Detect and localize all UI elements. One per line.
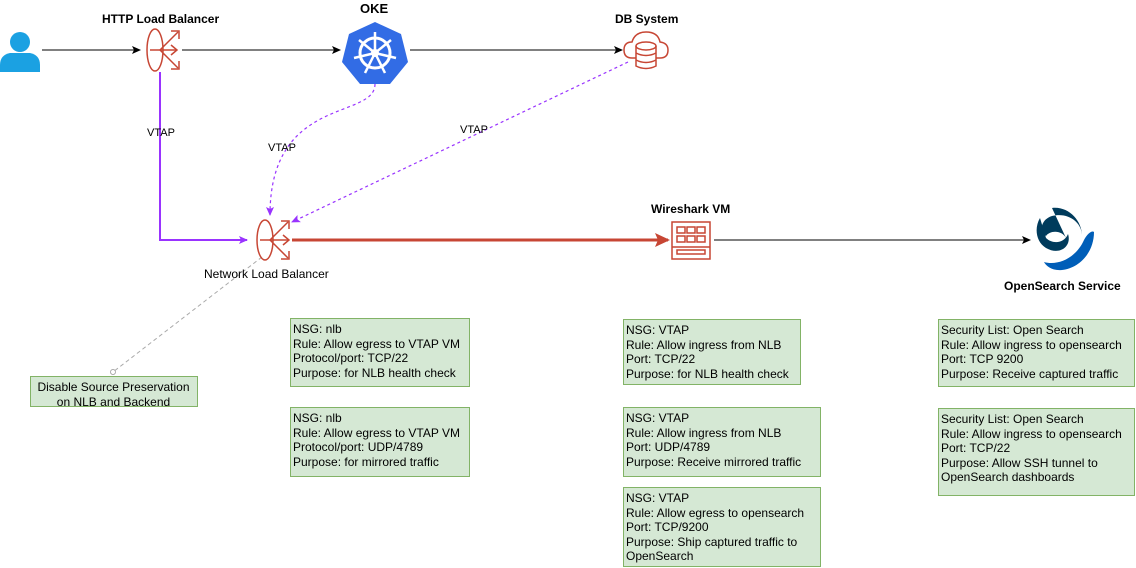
note-source-preservation: Disable Source Preservation on NLB and B… (30, 376, 198, 409)
note-nsg-nlb-mirrored: NSG: nlb Rule: Allow egress to VTAP VM P… (290, 407, 470, 477)
opensearch-label: OpenSearch Service (1004, 279, 1121, 293)
load-balancer-icon (146, 28, 180, 72)
edge-vtap-http-lb-to-nlb (159, 72, 248, 244)
vtap-label-oke: VTAP (268, 142, 296, 154)
edge-note-to-nlb (110, 256, 263, 375)
edge-vtap-oke-to-nlb (266, 83, 376, 216)
note-nsg-nlb-health: NSG: nlb Rule: Allow egress to VTAP VM P… (290, 318, 470, 387)
kubernetes-icon (342, 22, 408, 84)
wireshark-vm-label: Wireshark VM (651, 202, 731, 216)
note-nsg-vtap-egress: NSG: VTAP Rule: Allow egress to opensear… (623, 487, 821, 567)
note-sl-opensearch-ingress: Security List: Open Search Rule: Allow i… (938, 319, 1135, 387)
note-nsg-vtap-health: NSG: VTAP Rule: Allow ingress from NLB P… (623, 319, 801, 385)
vtap-label-http: VTAP (147, 127, 175, 139)
oke-label: OKE (360, 1, 389, 16)
note-nsg-vtap-mirrored: NSG: VTAP Rule: Allow ingress from NLB P… (623, 407, 821, 477)
load-balancer-icon (256, 219, 291, 261)
nlb-label: Network Load Balancer (204, 267, 329, 281)
db-system-label: DB System (615, 12, 679, 26)
http-lb-label: HTTP Load Balancer (102, 12, 220, 26)
opensearch-icon (1036, 207, 1094, 271)
note-sl-opensearch-ssh: Security List: Open Search Rule: Allow i… (938, 408, 1135, 496)
edge-vtap-db-to-nlb (291, 61, 629, 223)
vtap-label-db: VTAP (460, 124, 488, 136)
user-icon (0, 32, 40, 72)
database-icon (623, 31, 669, 70)
vm-icon (671, 221, 711, 260)
